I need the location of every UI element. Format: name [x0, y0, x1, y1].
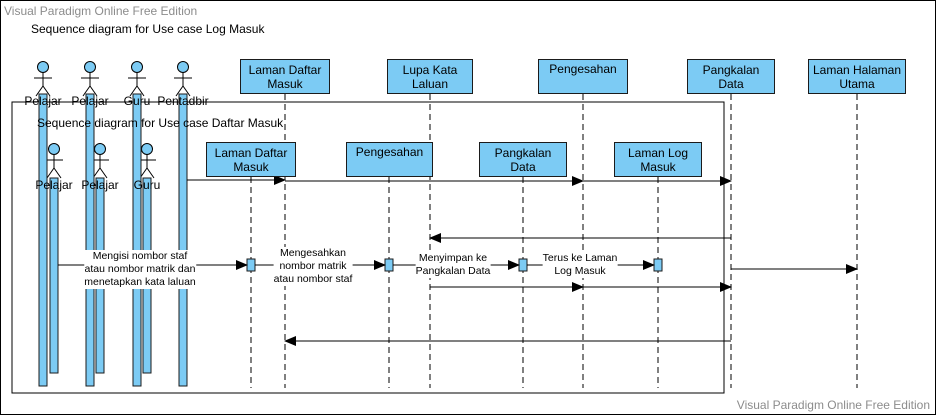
outer-actor-1-activation	[38, 93, 48, 387]
inner-actor-2-label: Pelajar	[81, 178, 119, 192]
inner-lifeline-4-activation	[653, 258, 663, 272]
watermark-top: Visual Paradigm Online Free Edition	[4, 4, 198, 18]
outer-actor-2-icon	[81, 61, 99, 97]
outer-actor-4-icon	[174, 61, 192, 97]
inner-lifeline-pengesahan: Pengesahan	[346, 142, 433, 177]
inner-actor-1-icon	[45, 143, 63, 179]
inner-lifeline-2-activation	[384, 258, 394, 272]
outer-actor-1-icon	[34, 61, 52, 97]
outer-actor-4-activation	[178, 93, 188, 387]
watermark-bottom: Visual Paradigm Online Free Edition	[736, 398, 930, 412]
outer-actor-2-label: Pelajar	[71, 94, 109, 108]
outer-actor-3-label: Guru	[123, 94, 151, 108]
outer-diagram-title: Sequence diagram for Use case Log Masuk	[31, 22, 265, 36]
inner-actor-1-activation	[49, 177, 59, 374]
inner-actor-2-icon	[91, 143, 109, 179]
outer-actor-2-activation	[85, 93, 95, 387]
inner-actor-1-label: Pelajar	[35, 178, 73, 192]
lifeline-pengesahan: Pengesahan	[538, 59, 628, 94]
outer-actor-4-label: Pentadbir	[157, 94, 209, 108]
inner-lifeline-1-activation	[246, 258, 256, 272]
outer-actor-1-label: Pelajar	[24, 94, 62, 108]
inner-fragment-frame	[11, 101, 725, 394]
outer-actor-3-icon	[128, 61, 146, 97]
outer-actor-3-activation	[132, 93, 142, 387]
inner-actor-3-label: Guru	[133, 178, 161, 192]
inner-lifeline-3-activation	[518, 258, 528, 272]
inner-diagram-title: Sequence diagram for Use case Daftar Mas…	[37, 116, 284, 130]
